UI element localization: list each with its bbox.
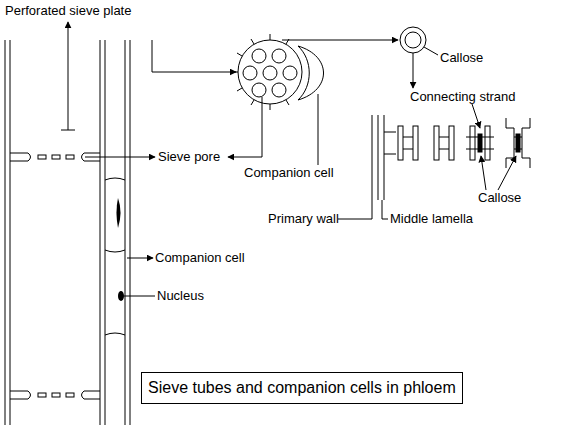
leader-line: [152, 40, 236, 72]
sieve-plate-section: [238, 40, 302, 104]
callose-plug: [478, 134, 482, 152]
sieve-plate: [52, 155, 60, 159]
sieve-plate: [38, 155, 46, 159]
spike: [237, 88, 242, 91]
part-label: Companion cell: [155, 251, 245, 265]
pit-wall: [434, 126, 439, 160]
tube-wall: [10, 40, 11, 425]
pit-wall: [506, 118, 514, 168]
part-label: Companion cell: [244, 166, 334, 180]
pit-wall: [470, 126, 475, 160]
leader-line: [413, 53, 414, 88]
spike: [251, 100, 254, 105]
primary-wall: [384, 115, 385, 200]
sieve-pore: [263, 66, 277, 80]
leader-line: [124, 296, 155, 297]
spike: [251, 39, 254, 44]
sieve-plate: [82, 391, 101, 399]
leader-line: [338, 200, 372, 219]
part-label: Callose: [440, 51, 483, 65]
leader-tick: [61, 130, 75, 131]
strand-line: [439, 149, 449, 150]
pit-strand: [434, 126, 454, 160]
connecting-strand-section: [405, 32, 421, 48]
companion-wall: [130, 40, 131, 425]
part-label: Sieve pore: [158, 150, 220, 164]
sieve-plate: [66, 155, 74, 159]
part-label: Primary wall: [268, 212, 339, 226]
leader-line: [498, 156, 516, 190]
spike: [270, 34, 271, 40]
leader-line: [481, 156, 486, 190]
leader-line: [68, 22, 69, 130]
primary-wall: [372, 115, 373, 200]
sieve-pore: [283, 66, 297, 80]
pit-strand: [506, 118, 530, 168]
leader-line: [382, 200, 388, 219]
sieve-pore: [272, 49, 286, 63]
cross-wall: [105, 250, 125, 252]
callose-plug: [516, 134, 520, 152]
sieve-plate: [10, 153, 31, 161]
figure-caption: Sieve tubes and companion cells in phloe…: [141, 372, 463, 404]
cross-wall: [105, 178, 125, 180]
spike: [286, 100, 289, 105]
leader-line: [472, 104, 480, 128]
tube-wall: [5, 40, 6, 425]
sieve-plate: [52, 393, 60, 397]
companion-wall: [125, 40, 126, 425]
leader-line: [282, 40, 398, 41]
strand-line: [403, 137, 413, 138]
leader-line: [228, 97, 262, 157]
part-label: Nucleus: [157, 289, 204, 303]
leader-line: [127, 258, 153, 259]
part-label: Perforated sieve plate: [5, 4, 131, 18]
callose-ring: [400, 27, 426, 53]
sieve-plate: [66, 393, 74, 397]
pit-strand: [466, 126, 494, 160]
pit-wall: [485, 126, 490, 160]
sieve-plate: [10, 391, 31, 399]
wall-extension: [384, 132, 396, 154]
sieve-pore: [243, 66, 257, 80]
strand-line: [439, 137, 449, 138]
pit-wall: [413, 126, 418, 160]
sieve-pore: [252, 83, 266, 97]
pit-wall: [522, 118, 530, 168]
leader-line: [424, 47, 438, 55]
part-label: Connecting strand: [410, 90, 516, 104]
pit-wall: [398, 126, 403, 160]
leader-line: [85, 157, 155, 158]
companion-cell-crescent: [298, 46, 324, 100]
tube-wall: [105, 40, 106, 425]
tube-wall: [100, 40, 101, 425]
part-label: Callose: [478, 191, 521, 205]
pit-strand: [398, 126, 418, 160]
leader-line: [318, 94, 319, 165]
strand-line: [403, 149, 413, 150]
elongated-nucleus: [117, 198, 121, 228]
nucleus-dot: [118, 291, 124, 301]
part-label: Middle lamella: [390, 212, 473, 226]
spike: [237, 53, 242, 56]
pit-wall: [449, 126, 454, 160]
sieve-plate: [38, 393, 46, 397]
spike: [270, 104, 271, 110]
middle-lamella: [378, 115, 379, 200]
sieve-pore: [272, 83, 286, 97]
cross-wall: [105, 333, 125, 335]
sieve-pore: [252, 49, 266, 63]
